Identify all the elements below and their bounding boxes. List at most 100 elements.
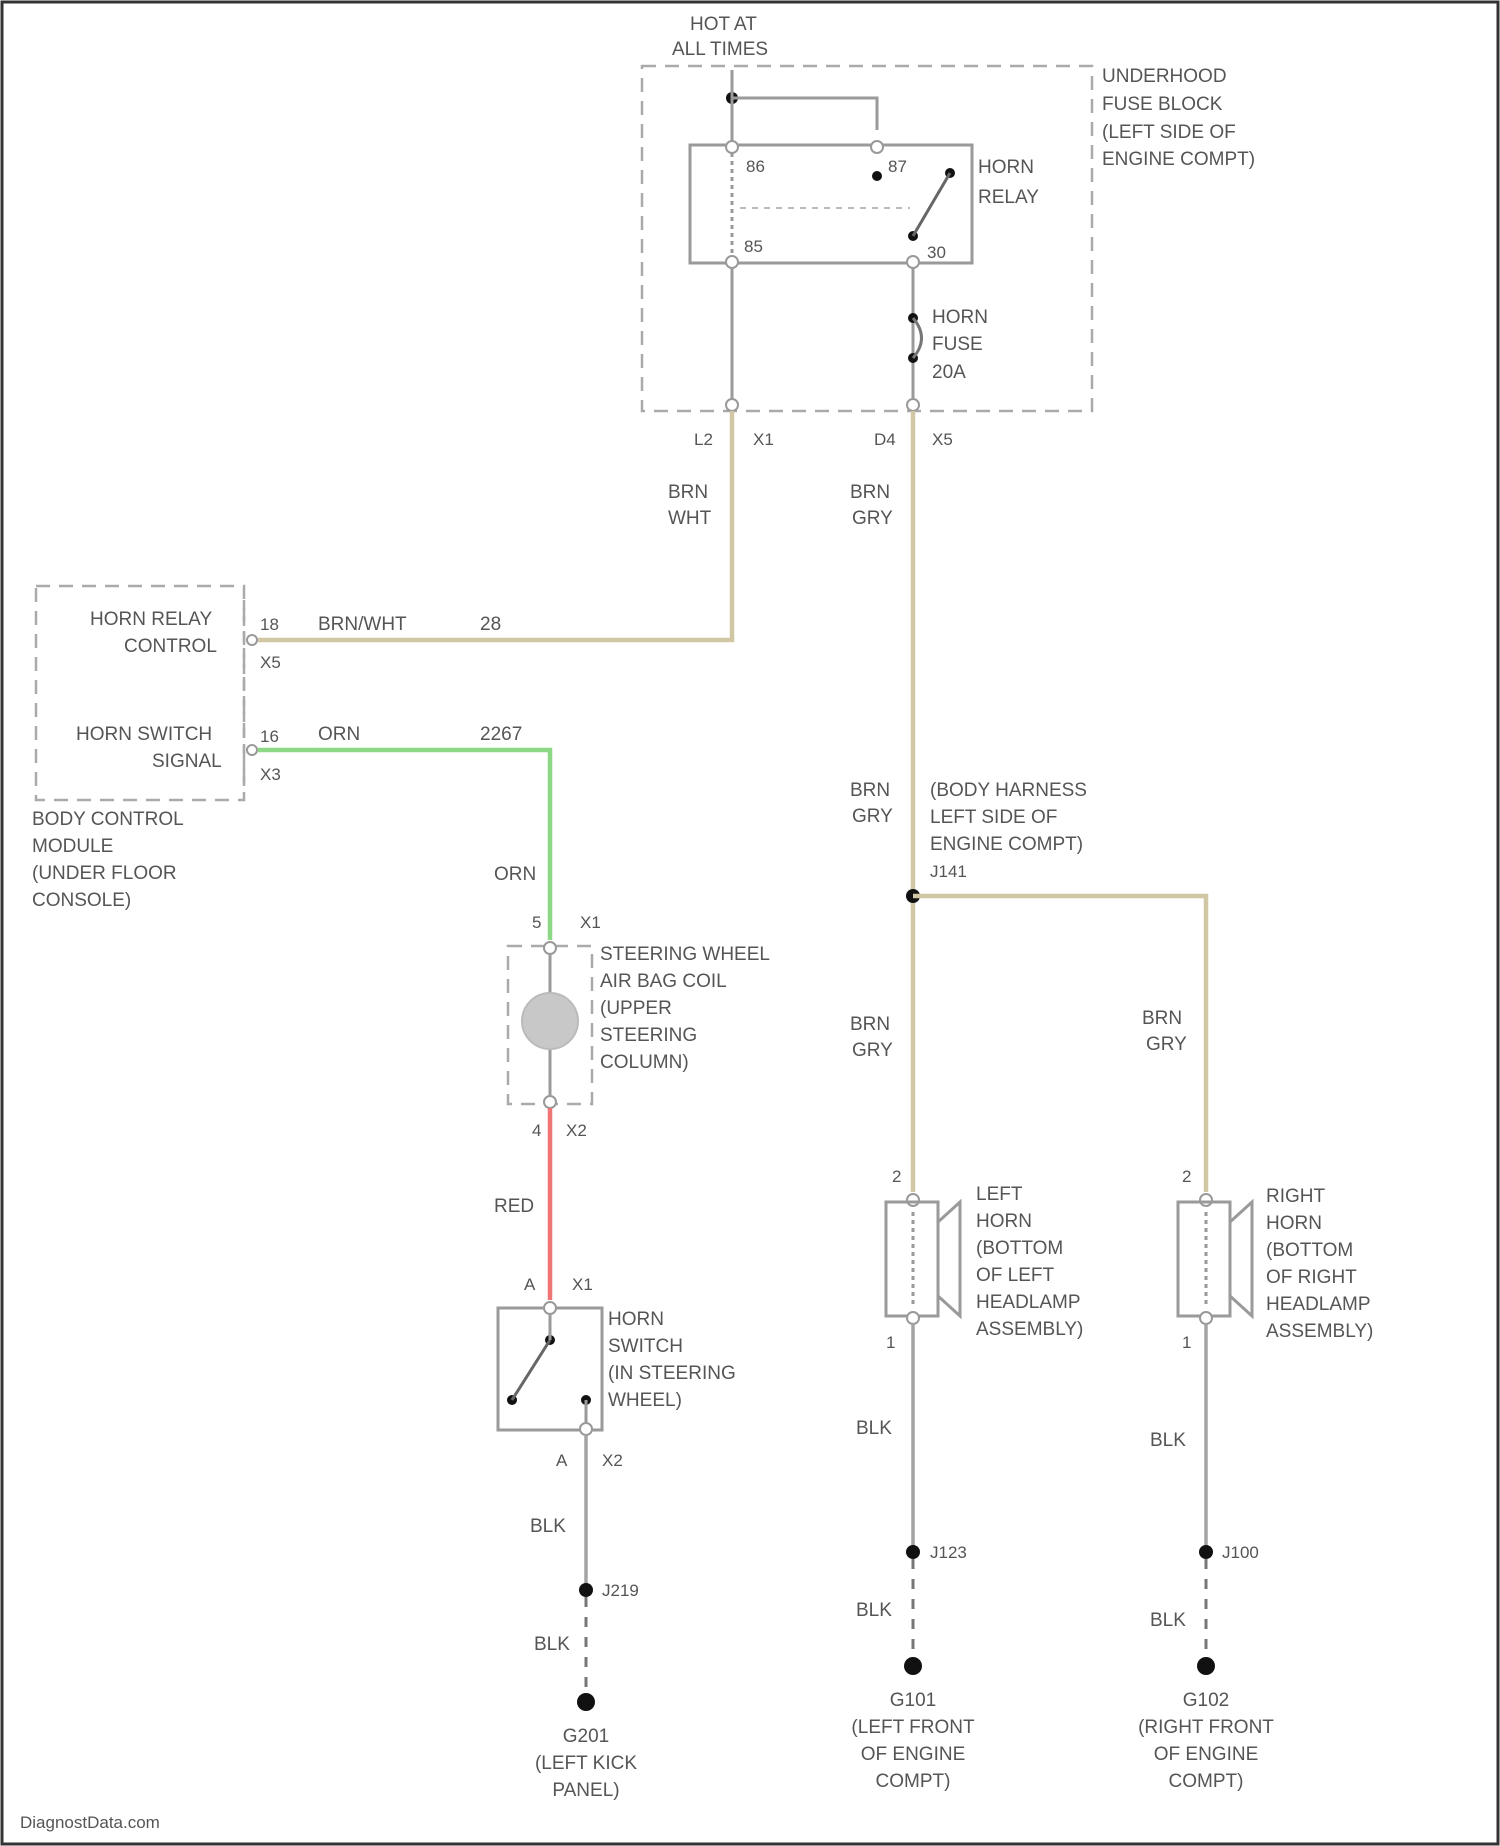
svg-text:OF RIGHT: OF RIGHT <box>1266 1267 1357 1288</box>
brn-wht-label-2: WHT <box>668 508 712 529</box>
svg-text:WHEEL): WHEEL) <box>608 1390 682 1411</box>
relay-pin-30: 30 <box>927 243 946 262</box>
left-horn-body <box>886 1202 938 1316</box>
right-horn-top-pin: 2 <box>1182 1167 1191 1186</box>
svg-text:(LEFT KICK: (LEFT KICK <box>535 1753 637 1774</box>
fuse-label-3: 20A <box>932 362 966 383</box>
left-horn-bottom-terminal <box>907 1312 919 1324</box>
right-horn-bottom-pin: 1 <box>1182 1333 1191 1352</box>
coil-bottom-pin: 4 <box>532 1121 541 1140</box>
splice-j123-label: J123 <box>930 1543 967 1562</box>
svg-text:G102: G102 <box>1183 1690 1229 1711</box>
fuse-block-conn-x1: X1 <box>753 430 774 449</box>
brn-gry-top-label-1: BRN <box>850 482 890 503</box>
svg-text:MODULE: MODULE <box>32 836 113 857</box>
coil-top-conn: X1 <box>580 913 601 932</box>
svg-text:(LEFT FRONT: (LEFT FRONT <box>851 1717 975 1738</box>
right-horn-bell <box>1230 1202 1252 1316</box>
fuse-block-conn-x5: X5 <box>932 430 953 449</box>
left-horn-top-terminal <box>907 1194 919 1206</box>
orn-wire <box>258 750 550 940</box>
splice-j141-label: J141 <box>930 862 967 881</box>
right-horn-body <box>1178 1202 1230 1316</box>
horn-switch-arm <box>512 1340 550 1400</box>
brn-gry-right-label-2: GRY <box>1146 1034 1187 1055</box>
orn-horizontal-label: ORN <box>318 724 360 745</box>
bcm-relay-pin: 18 <box>260 615 279 634</box>
relay-label-2: RELAY <box>978 187 1039 208</box>
bcm-relay-control-line2: CONTROL <box>124 636 217 657</box>
brn-wht-label-1: BRN <box>668 482 708 503</box>
svg-text:FUSE BLOCK: FUSE BLOCK <box>1102 94 1223 115</box>
bcm-switch-pin: 16 <box>260 727 279 746</box>
horn-switch-bottom-terminal <box>580 1423 592 1435</box>
switch-ground-blk-label-2: BLK <box>534 1634 570 1655</box>
brn-wht-wire <box>258 411 732 640</box>
left-horn-label: LEFT HORN (BOTTOM OF LEFT HEADLAMP ASSEM… <box>976 1184 1083 1340</box>
svg-text:HORN: HORN <box>976 1211 1032 1232</box>
svg-text:(LEFT SIDE OF: (LEFT SIDE OF <box>1102 122 1236 143</box>
svg-text:(RIGHT FRONT: (RIGHT FRONT <box>1138 1717 1274 1738</box>
fuse-label-2: FUSE <box>932 334 983 355</box>
bcm-switch-signal-line2: SIGNAL <box>152 751 222 772</box>
svg-text:PANEL): PANEL) <box>552 1780 619 1801</box>
coil-top-terminal <box>544 942 556 954</box>
svg-text:AIR BAG COIL: AIR BAG COIL <box>600 971 727 992</box>
power-feed-wire <box>732 70 877 145</box>
switch-ground-blk-label: BLK <box>530 1516 566 1537</box>
svg-text:HEADLAMP: HEADLAMP <box>1266 1294 1371 1315</box>
horn-switch-top-conn: X1 <box>572 1275 593 1294</box>
brn-gry-top-label-2: GRY <box>852 508 893 529</box>
ground-g101-label: G101 (LEFT FRONT OF ENGINE COMPT) <box>851 1690 975 1792</box>
circuit-2267-label: 2267 <box>480 724 522 745</box>
svg-text:G201: G201 <box>563 1726 609 1747</box>
horn-switch-label: HORN SWITCH (IN STEERING WHEEL) <box>608 1309 736 1411</box>
splice-j219-node <box>579 1583 593 1597</box>
relay-pin-85: 85 <box>744 237 763 256</box>
svg-text:SWITCH: SWITCH <box>608 1336 683 1357</box>
brn-gry-left-label-2: GRY <box>852 1040 893 1061</box>
splice-j219-label: J219 <box>602 1581 639 1600</box>
svg-text:HEADLAMP: HEADLAMP <box>976 1292 1081 1313</box>
relay-pin-86: 86 <box>746 157 765 176</box>
bcm-switch-terminal <box>247 745 257 755</box>
right-horn-label: RIGHT HORN (BOTTOM OF RIGHT HEADLAMP ASS… <box>1266 1186 1373 1342</box>
svg-text:UNDERHOOD: UNDERHOOD <box>1102 66 1227 87</box>
fuse-block-pin-l2: L2 <box>694 430 713 449</box>
left-horn-blk-label: BLK <box>856 1418 892 1439</box>
relay-pin-87-terminal <box>871 141 883 153</box>
power-label-line1: HOT AT <box>690 14 757 35</box>
ground-g101-icon <box>904 1657 922 1675</box>
horn-switch-bottom-pin: A <box>556 1451 568 1470</box>
relay-label-1: HORN <box>978 157 1034 178</box>
svg-text:BODY CONTROL: BODY CONTROL <box>32 809 184 830</box>
orn-vertical-label: ORN <box>494 864 536 885</box>
bcm-relay-control-line1: HORN RELAY <box>90 609 212 630</box>
fuse-block-pin-d4: D4 <box>874 430 896 449</box>
power-label-line2: ALL TIMES <box>672 39 768 60</box>
svg-text:(IN STEERING: (IN STEERING <box>608 1363 736 1384</box>
right-horn-blk-label: BLK <box>1150 1430 1186 1451</box>
bcm-switch-conn: X3 <box>260 765 281 784</box>
svg-text:STEERING: STEERING <box>600 1025 697 1046</box>
left-horn-blk-label-2: BLK <box>856 1600 892 1621</box>
relay-pin-30-terminal <box>907 256 919 268</box>
svg-text:COLUMN): COLUMN) <box>600 1052 689 1073</box>
bcm-switch-signal-line1: HORN SWITCH <box>76 724 212 745</box>
svg-text:COMPT): COMPT) <box>876 1771 951 1792</box>
relay-pin-86-terminal <box>726 141 738 153</box>
red-wire-label: RED <box>494 1196 534 1217</box>
svg-text:OF ENGINE: OF ENGINE <box>861 1744 966 1765</box>
svg-text:OF ENGINE: OF ENGINE <box>1154 1744 1259 1765</box>
svg-text:ASSEMBLY): ASSEMBLY) <box>1266 1321 1373 1342</box>
coil-bottom-conn: X2 <box>566 1121 587 1140</box>
relay-pin-87: 87 <box>888 157 907 176</box>
coil-bottom-terminal <box>544 1096 556 1108</box>
svg-text:HORN: HORN <box>608 1309 664 1330</box>
svg-text:(BODY HARNESS: (BODY HARNESS <box>930 780 1087 801</box>
svg-text:(BOTTOM: (BOTTOM <box>976 1238 1063 1259</box>
ground-g201-icon <box>577 1693 595 1711</box>
fuse-label-1: HORN <box>932 307 988 328</box>
